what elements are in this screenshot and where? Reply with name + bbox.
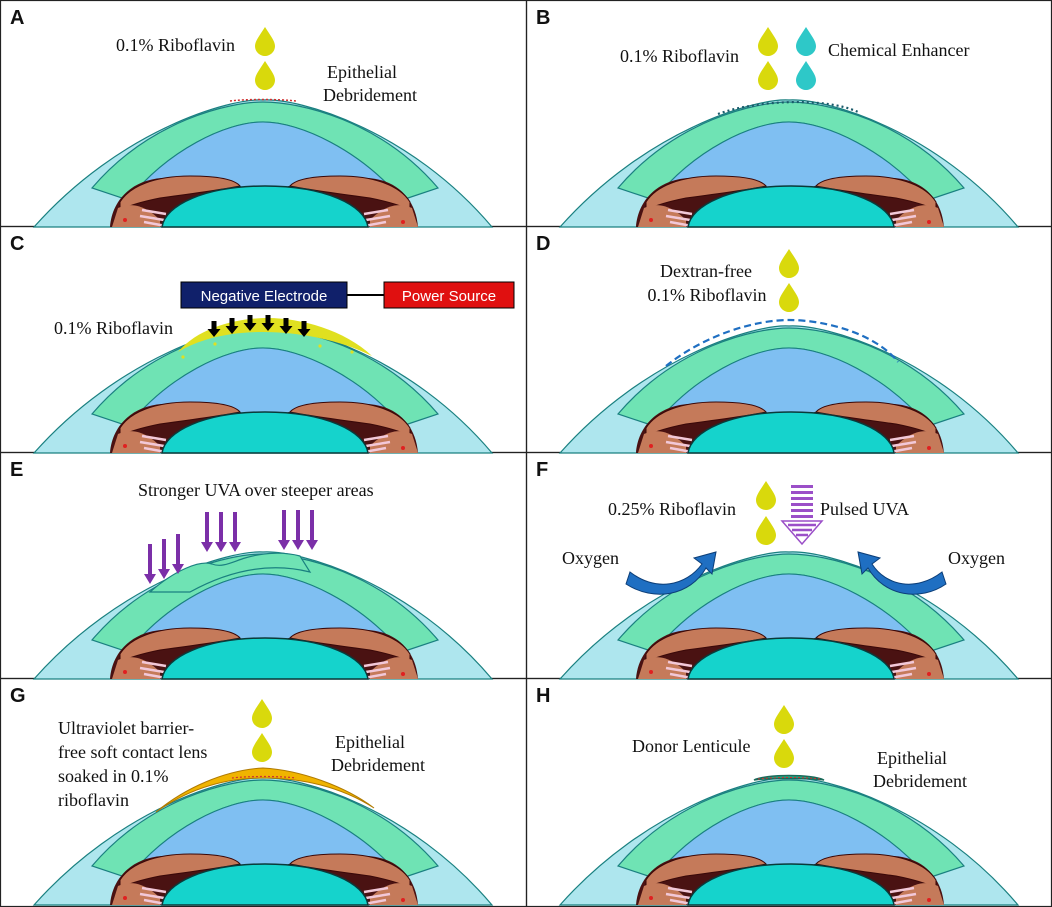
uva-arrow-icon xyxy=(201,512,213,552)
riboflavin-drop-icon xyxy=(756,481,776,510)
debrided-epithelium xyxy=(757,777,821,780)
lens-label-line2: free soft contact lens xyxy=(58,742,207,762)
uva-arrow-icon xyxy=(229,512,241,552)
negative-electrode-box xyxy=(180,281,348,309)
lens-label-line3: soaked in 0.1% xyxy=(58,766,168,786)
riboflavin-drop-icon xyxy=(255,61,275,90)
panel-letter: D xyxy=(536,233,550,255)
uva-arrow-icon xyxy=(292,510,304,550)
panel-letter: B xyxy=(536,7,550,29)
riboflavin-label: 0.1% Riboflavin xyxy=(116,35,235,55)
donor-lenticule-label: Donor Lenticule xyxy=(632,736,750,756)
debrided-epithelium xyxy=(231,775,297,779)
power-source-box xyxy=(383,281,515,309)
panel-letter: E xyxy=(10,459,23,481)
riboflavin-label: 0.1% Riboflavin xyxy=(620,46,739,66)
epithelial-label: Epithelial xyxy=(335,732,405,752)
debridement-label: Debridement xyxy=(331,755,425,775)
uva-arrow-icon xyxy=(278,510,290,550)
negative-electrode-label: Negative Electrode xyxy=(201,288,328,305)
dextran-free-riboflavin-layer xyxy=(665,318,899,367)
riboflavin-label: 0.25% Riboflavin xyxy=(608,499,736,519)
panel-b: B 0.1% Riboflavin Chemical Enhancer xyxy=(536,7,1020,229)
riboflavin-drop-icon xyxy=(255,27,275,56)
lens-label-line4: riboflavin xyxy=(58,790,129,810)
dextran-free-label: Dextran-free xyxy=(660,261,752,281)
eye-cross-section xyxy=(558,98,1020,229)
uva-arrow-icon xyxy=(144,544,156,584)
panel-f: F 0.25% Riboflavin Pulsed UVA Oxygen Oxy… xyxy=(536,459,1020,681)
loosened-epithelium xyxy=(717,100,859,116)
eye-cross-section xyxy=(558,776,1020,907)
eye-cross-section xyxy=(32,550,494,681)
uva-arrow-icon xyxy=(306,510,318,550)
oxygen-left-label: Oxygen xyxy=(562,548,619,568)
donor-lenticule xyxy=(753,774,825,781)
uva-label: Stronger UVA over steeper areas xyxy=(138,480,374,500)
epithelial-label: Epithelial xyxy=(877,748,947,768)
pulsed-uva-label: Pulsed UVA xyxy=(820,499,909,519)
debridement-label: Debridement xyxy=(873,771,967,791)
lens-label-line1: Ultraviolet barrier- xyxy=(58,718,194,738)
panel-c: C Negative Electrode Power Source 0.1% R… xyxy=(10,233,515,455)
uva-arrow-icon xyxy=(215,512,227,552)
eye-cross-section xyxy=(558,550,1020,681)
eye-cross-section xyxy=(558,324,1020,455)
panel-letter: G xyxy=(10,685,26,707)
riboflavin-drop-icon xyxy=(774,739,794,768)
eye-cross-section xyxy=(32,324,494,455)
epithelial-label: Epithelial xyxy=(327,62,397,82)
panel-e: E Stronger UVA over steeper areas xyxy=(10,459,494,681)
cone-bulge xyxy=(148,552,312,593)
debridement-label: Debridement xyxy=(323,85,417,105)
panel-letter: A xyxy=(10,7,24,29)
pulsed-uva-arrow-icon xyxy=(780,485,824,546)
riboflavin-drop-icon xyxy=(779,249,799,278)
eye-cross-section xyxy=(32,98,494,229)
oxygen-right-label: Oxygen xyxy=(948,548,1005,568)
riboflavin-pool xyxy=(178,318,372,356)
panel-letter: H xyxy=(536,685,550,707)
oxygen-arrow-right-icon xyxy=(857,551,947,595)
panel-d: D Dextran-free 0.1% Riboflavin xyxy=(536,233,1020,455)
panel-letter: F xyxy=(536,459,548,481)
enhancer-drop-icon xyxy=(796,27,816,56)
oxygen-arrow-left-icon xyxy=(625,551,717,595)
riboflavin-label: 0.1% Riboflavin xyxy=(648,285,767,305)
panel-g: G Ultraviolet barrier- free soft contact… xyxy=(10,685,494,907)
panel-a: A 0.1% Riboflavin Epithelial Debridement xyxy=(10,7,494,229)
riboflavin-drop-icon xyxy=(758,61,778,90)
riboflavin-drop-icon xyxy=(252,699,272,728)
uva-arrow-icon xyxy=(158,539,170,579)
riboflavin-drop-icon xyxy=(252,733,272,762)
uva-arrow-icon xyxy=(172,534,184,574)
chemical-enhancer-label: Chemical Enhancer xyxy=(828,40,969,60)
debrided-epithelium xyxy=(229,98,297,102)
riboflavin-drop-icon xyxy=(774,705,794,734)
panel-h: H Donor Lenticule Epithelial Debridement xyxy=(536,685,1020,907)
riboflavin-label: 0.1% Riboflavin xyxy=(54,318,173,338)
panel-letter: C xyxy=(10,233,24,255)
riboflavin-drop-icon xyxy=(779,283,799,312)
riboflavin-drop-icon xyxy=(758,27,778,56)
riboflavin-drop-icon xyxy=(756,516,776,545)
enhancer-drop-icon xyxy=(796,61,816,90)
power-source-label: Power Source xyxy=(402,288,496,305)
